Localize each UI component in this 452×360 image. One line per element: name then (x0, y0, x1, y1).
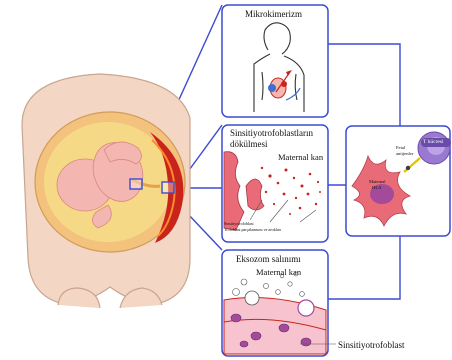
panel-mikrokimerizm (222, 5, 328, 117)
maternal-hla-label-line1: Maternal (369, 180, 386, 185)
syncytiotrophoblast-label: Sinsitiyotrofoblast (338, 341, 405, 350)
maternal-cell-circle (298, 300, 314, 316)
panel-frame (222, 5, 328, 117)
maternal-blood-label-bottom: Maternal kan (256, 268, 301, 277)
highlight-box-placenta (162, 182, 174, 193)
maternal-hla-label-line2: HLA (372, 186, 381, 191)
t-cell-label: T hücresi (423, 140, 444, 146)
multivesicular-body (245, 291, 259, 305)
fetal-antigens-label-line2: antijenler (396, 152, 413, 157)
maternal-cell (268, 84, 276, 92)
fetal-antigens-label-line1: Fetal (396, 146, 405, 151)
connector-bottom (328, 236, 400, 299)
panel-title-eksozom: Eksozom salınımı (236, 255, 301, 264)
panel-eksozom (222, 250, 336, 356)
maternal-blood-label-top: Maternal kan (278, 153, 323, 162)
panel-title-mikrokimerizm: Mikrokimerizm (245, 10, 302, 19)
panel-title-dokulmesi-line2: dökülmesi (230, 140, 268, 149)
antigen-dot (406, 166, 410, 170)
panel-title-dokulmesi-line1: Sinsitiyotrofoblastların (230, 129, 313, 138)
fragments-label-line1: Sinsitiyotrofoblast (224, 222, 254, 226)
highlight-box-fetal (130, 179, 142, 189)
connector-top (328, 44, 400, 126)
fragments-label-line2: Trofoblast parçalanması ve artıkları (224, 228, 281, 232)
